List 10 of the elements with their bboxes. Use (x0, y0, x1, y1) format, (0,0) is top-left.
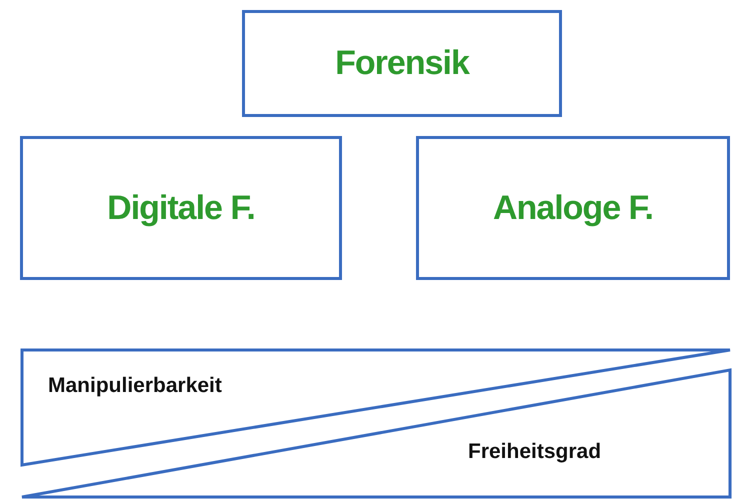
category-box (20, 136, 342, 280)
wedge-band (22, 350, 730, 465)
category-box (242, 10, 562, 117)
box-label: Forensik (335, 44, 469, 83)
box-label: Digitale F. (107, 188, 255, 228)
category-box (416, 136, 730, 280)
box-label: Analoge F. (492, 188, 654, 228)
band-label: Freiheitsgrad (468, 440, 602, 464)
band-label: Manipulierbarkeit (48, 374, 222, 398)
wedge-band (22, 370, 730, 497)
